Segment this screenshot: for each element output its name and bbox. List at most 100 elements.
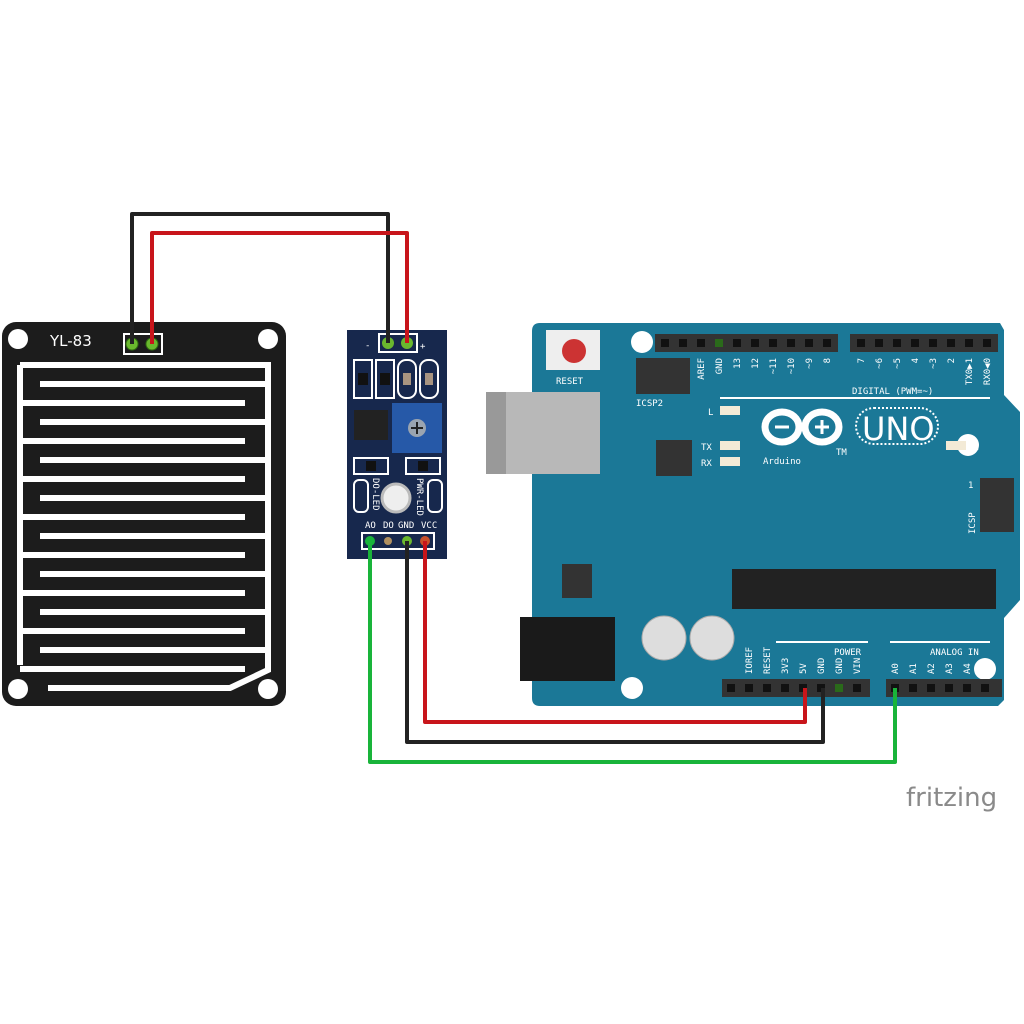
- pin-label: ~3: [929, 358, 939, 369]
- module-minus-label: -: [365, 341, 370, 351]
- module-pin-label: GND: [398, 521, 414, 531]
- icsp2-label: ICSP2: [636, 399, 663, 409]
- header-pin[interactable]: [763, 684, 771, 692]
- voltage-regulator: [562, 564, 592, 598]
- pin-label: A0: [891, 663, 901, 674]
- digital-header-left: [655, 334, 838, 352]
- pin-label: 7: [857, 358, 867, 363]
- pin-label: GND: [835, 658, 845, 674]
- header-pin[interactable]: [857, 339, 865, 347]
- wires: [130, 212, 897, 764]
- header-pin[interactable]: [909, 684, 917, 692]
- uno-label: UNO: [862, 410, 935, 448]
- sensor-label: YL-83: [49, 332, 92, 350]
- pin-label: 8: [823, 358, 833, 363]
- reset-label: RESET: [556, 377, 584, 387]
- led-tx-label: TX: [701, 443, 712, 453]
- icsp-label: ICSP: [968, 512, 978, 534]
- digital-title: DIGITAL (PWM=~): [852, 387, 933, 397]
- header-pin[interactable]: [981, 684, 989, 692]
- reset-button[interactable]: [562, 339, 586, 363]
- wire-sensor-plus[interactable]: [150, 231, 409, 344]
- led-on-label: ON: [968, 443, 979, 453]
- header-pin[interactable]: [927, 684, 935, 692]
- pin-label: 2: [947, 358, 957, 363]
- pin-label: ~5: [893, 358, 903, 369]
- analog-title: ANALOG IN: [930, 648, 979, 658]
- pin-label: TX0▶1: [965, 358, 975, 385]
- module-pin-label: VCC: [421, 521, 437, 531]
- wire-ao-to-a0[interactable]: [368, 541, 897, 764]
- pin-label: GND: [715, 358, 725, 374]
- power-title: POWER: [834, 648, 862, 658]
- header-pin[interactable]: [835, 684, 843, 692]
- module-pin-label: DO: [383, 521, 394, 531]
- rain-sensor-plate: YL-83: [2, 322, 286, 706]
- led-l-label: L: [708, 408, 713, 418]
- header-pin[interactable]: [911, 339, 919, 347]
- capacitor: [689, 615, 735, 661]
- pin-label: ~9: [805, 358, 815, 369]
- icsp-pin1-label: 1: [968, 481, 973, 491]
- header-pin[interactable]: [727, 684, 735, 692]
- pin-label: IOREF: [745, 647, 755, 674]
- header-pin[interactable]: [745, 684, 753, 692]
- module-plus-label: +: [420, 342, 426, 352]
- header-pin[interactable]: [945, 684, 953, 692]
- header-pin[interactable]: [947, 339, 955, 347]
- pin-label: 13: [733, 358, 743, 369]
- pin-label: A2: [927, 663, 937, 674]
- comparator-chip: [354, 410, 388, 440]
- trademark: TM: [836, 448, 847, 458]
- pin-label: GND: [817, 658, 827, 674]
- header-pin[interactable]: [715, 339, 723, 347]
- wire-gnd-to-gnd[interactable]: [405, 541, 825, 744]
- header-pin[interactable]: [929, 339, 937, 347]
- header-pin[interactable]: [661, 339, 669, 347]
- header-pin[interactable]: [983, 339, 991, 347]
- header-pin[interactable]: [805, 339, 813, 347]
- header-pin[interactable]: [679, 339, 687, 347]
- header-pin[interactable]: [965, 339, 973, 347]
- pwr-led-label: PWR-LED: [414, 478, 424, 516]
- header-pin[interactable]: [893, 339, 901, 347]
- pin-label: ~11: [769, 358, 779, 374]
- pin-label: A5: [981, 663, 991, 674]
- header-pin[interactable]: [787, 339, 795, 347]
- header-pin[interactable]: [853, 684, 861, 692]
- icsp2-header[interactable]: [636, 358, 690, 394]
- header-pin[interactable]: [963, 684, 971, 692]
- led-rx-label: RX: [701, 459, 712, 469]
- do-led-label: DO-LED: [370, 478, 380, 511]
- pin-label: A1: [909, 663, 919, 674]
- capacitor: [641, 615, 687, 661]
- wire-vcc-to-5v[interactable]: [423, 541, 807, 724]
- pin-label: RX0◀0: [983, 358, 993, 385]
- module-pin-do[interactable]: [384, 537, 392, 545]
- usb-chip: [656, 440, 692, 476]
- pin-label: RESET: [763, 646, 773, 674]
- analog-header: [886, 679, 1002, 697]
- trace-path: [17, 362, 271, 691]
- icsp-header[interactable]: [980, 478, 1014, 532]
- sensor-traces: [17, 362, 271, 691]
- header-pin[interactable]: [751, 339, 759, 347]
- sensor-module: - + DO-LED PWR-LED AO DO GND VCC: [347, 330, 447, 559]
- module-pin-label: AO: [365, 521, 376, 531]
- power-jack[interactable]: [520, 617, 615, 681]
- wire-sensor-minus[interactable]: [130, 212, 390, 344]
- pin-label: ~6: [875, 358, 885, 369]
- pin-label: AREF: [697, 358, 707, 380]
- header-pin[interactable]: [781, 684, 789, 692]
- pin-label: 5V: [799, 663, 809, 674]
- header-pin[interactable]: [875, 339, 883, 347]
- pin-label: 4: [911, 358, 921, 363]
- header-pin[interactable]: [697, 339, 705, 347]
- digital-header-right: [850, 334, 998, 352]
- pin-label: 12: [751, 358, 761, 369]
- header-pin[interactable]: [733, 339, 741, 347]
- header-pin[interactable]: [769, 339, 777, 347]
- header-pin[interactable]: [823, 339, 831, 347]
- fritzing-watermark: fritzing: [906, 783, 997, 813]
